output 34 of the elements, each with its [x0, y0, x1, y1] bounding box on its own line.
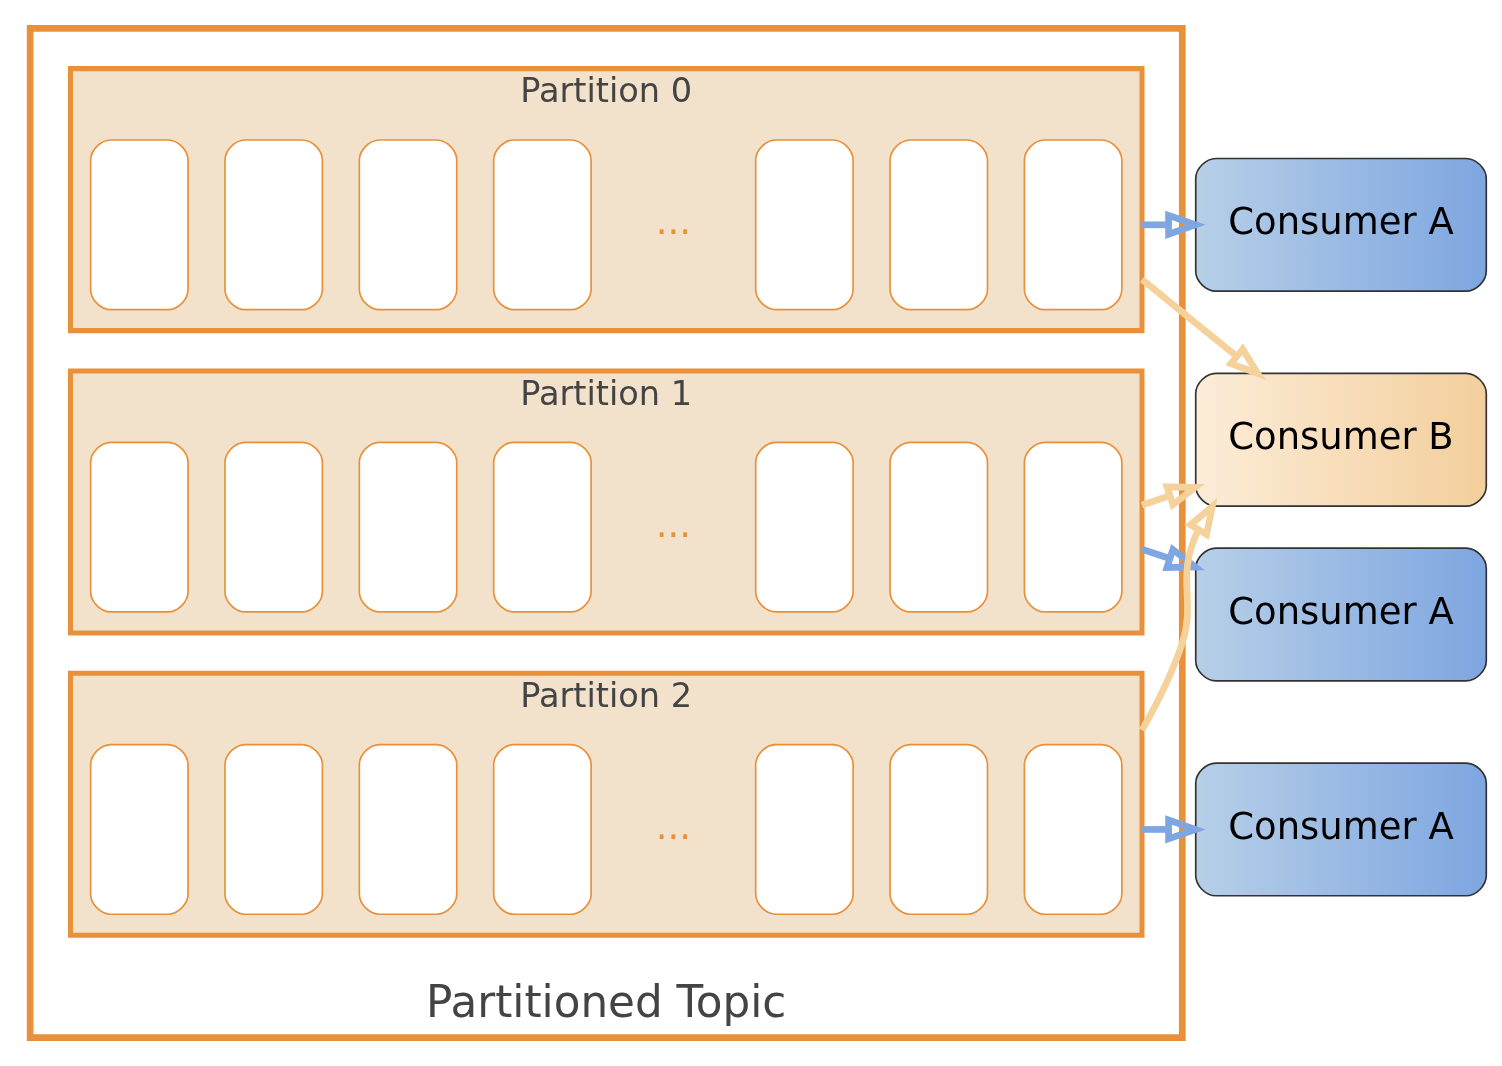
node-box [358, 139, 458, 311]
node-box [754, 743, 854, 916]
node-box [1023, 441, 1123, 613]
node-box [358, 441, 458, 613]
node-box [1023, 139, 1123, 311]
arrow [1140, 483, 1205, 511]
node-box [492, 139, 592, 311]
node-box: Consumer B [1194, 372, 1487, 507]
node-box [754, 139, 854, 311]
node-box [888, 743, 988, 916]
label: ... [655, 200, 691, 244]
node-box [492, 441, 592, 613]
node-box [89, 743, 189, 916]
node-box [888, 139, 988, 311]
node-box: Consumer A [1194, 547, 1487, 682]
node-box [358, 743, 458, 916]
node-box [888, 441, 988, 613]
node-box [1023, 743, 1123, 916]
arrow [1141, 815, 1206, 844]
node-box [754, 441, 854, 613]
node-box [89, 139, 189, 311]
node-box [492, 743, 592, 916]
arrow [1141, 210, 1206, 239]
label: ... [655, 804, 691, 848]
arrow [1140, 544, 1205, 571]
arrow [1139, 276, 1266, 380]
node-box [223, 743, 323, 916]
node-box: Consumer A [1194, 157, 1487, 292]
node-box [223, 441, 323, 613]
label: ... [655, 502, 691, 546]
node-box [223, 139, 323, 311]
node-box [89, 441, 189, 613]
arrow [1138, 497, 1217, 732]
node-box: Consumer A [1194, 762, 1487, 897]
